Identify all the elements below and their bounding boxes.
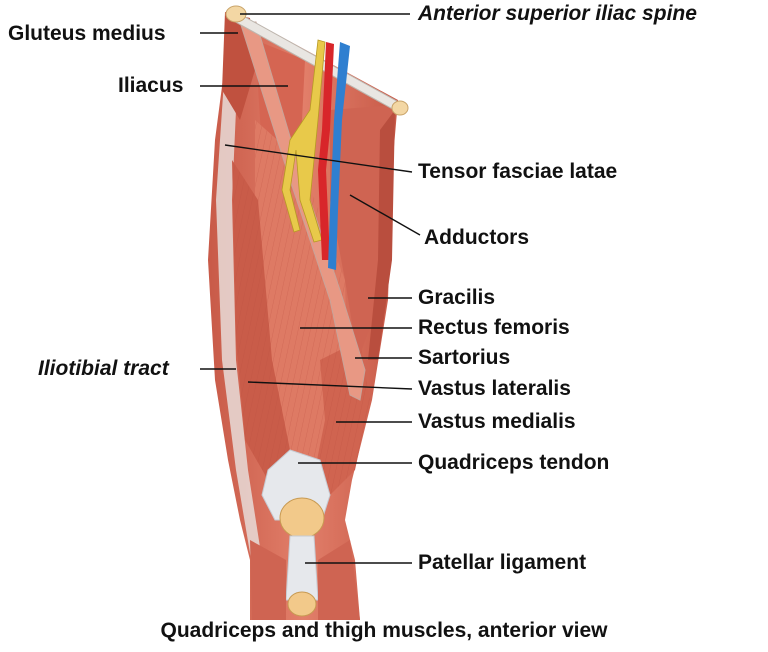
label-patellar-ligament: Patellar ligament xyxy=(418,551,587,574)
sartorius-shape xyxy=(239,21,366,401)
label-tensor-fasciae-latae: Tensor fasciae latae xyxy=(418,160,618,183)
femoral-nerve-shape xyxy=(281,39,326,243)
label-quadriceps-tendon: Quadriceps tendon xyxy=(418,451,610,474)
label-anterior-superior-iliac-spine: Anterior superior iliac spine xyxy=(418,2,697,25)
label-vastus-lateralis: Vastus lateralis xyxy=(418,377,571,400)
label-gluteus-medius: Gluteus medius xyxy=(8,22,166,45)
leader-adductors xyxy=(349,194,421,236)
label-iliacus: Iliacus xyxy=(118,74,184,97)
pubic-bone-shape xyxy=(391,100,409,116)
figure-caption: Quadriceps and thigh muscles, anterior v… xyxy=(160,619,608,642)
patella-shape xyxy=(279,497,325,539)
leader-lines xyxy=(200,13,421,564)
leader-vastus-lateralis xyxy=(247,381,413,390)
label-iliotibial-tract: Iliotibial tract xyxy=(38,357,169,380)
femoral-artery-shape xyxy=(318,42,334,260)
label-sartorius: Sartorius xyxy=(418,346,511,369)
label-vastus-medialis: Vastus medialis xyxy=(418,410,576,433)
leader-tensor xyxy=(224,144,413,173)
label-gracilis: Gracilis xyxy=(418,286,496,309)
iliotibial-tract-shape xyxy=(216,20,262,565)
tibial-tuberosity-shape xyxy=(287,591,317,617)
label-rectus-femoris: Rectus femoris xyxy=(418,316,570,339)
lower-leg-shape xyxy=(250,540,286,620)
patellar-ligament-shape xyxy=(285,535,319,601)
femoral-vein-shape xyxy=(328,42,350,270)
label-adductors: Adductors xyxy=(424,226,529,249)
